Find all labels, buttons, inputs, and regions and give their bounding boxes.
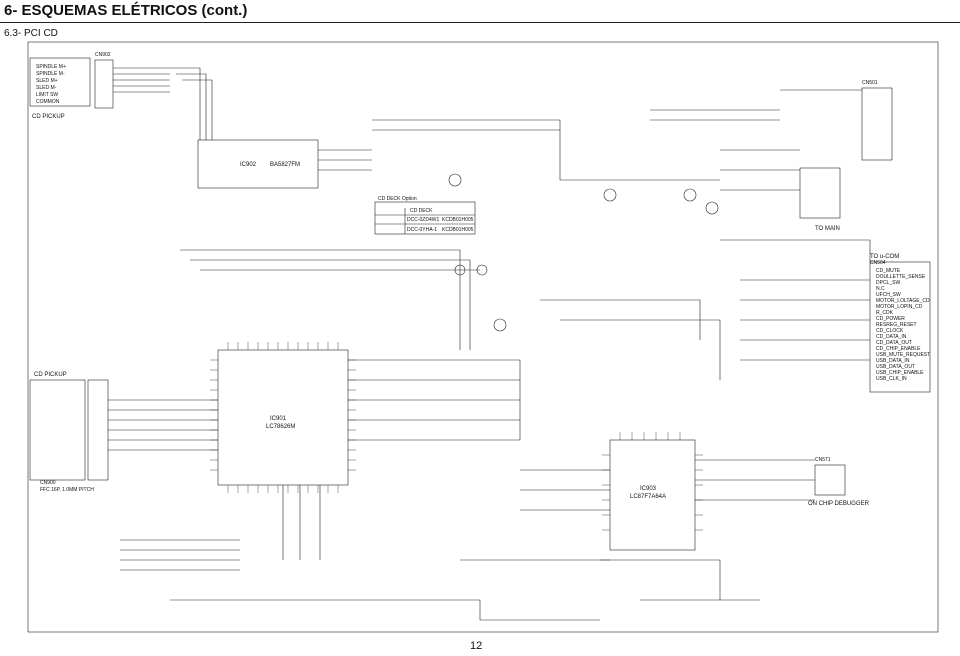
ucom-pin-1: CD_MUTE <box>876 268 901 274</box>
ic903-part: LC87F7A64A <box>630 494 666 500</box>
cn900-box <box>87 379 109 481</box>
cd-deck-option-col: CD DECK <box>410 208 433 214</box>
ic902-label: IC902 <box>240 162 257 168</box>
cn504-label: CN504 <box>870 260 886 266</box>
pickup-pin-6: COMMON <box>36 99 60 105</box>
cn571-label: CN571 <box>815 457 831 463</box>
pickup-pin-3: SLED M+ <box>36 78 58 84</box>
cd-deck-option-box <box>374 201 476 235</box>
ucom-pin-18: USB_CHIP_ENABLE <box>876 370 924 376</box>
cn571-box <box>814 464 846 496</box>
ucom-pin-13: CD_DATA_OUT <box>876 340 912 346</box>
pickup-pin-1: SPINDLE M+ <box>36 64 66 70</box>
ucom-pin-3: DPCL_SW <box>876 280 900 286</box>
pickup-pin-2: SPINDLE M- <box>36 71 65 77</box>
cd-pickup-top-label: CD PICKUP <box>32 114 65 120</box>
ucom-pin-2: DOULLETTE_SENSE <box>876 274 926 280</box>
ucom-pin-11: CD_CLOCK <box>876 328 904 334</box>
page-title: 6- ESQUEMAS ELÉTRICOS (cont.) <box>4 2 248 19</box>
ic902-part: BA5827FM <box>270 162 300 168</box>
cn501-box <box>861 87 893 161</box>
cn501-label: CN501 <box>862 80 878 86</box>
ucom-pin-12: CD_DATA_IN <box>876 334 907 340</box>
cd-pickup-bottom-label: CD PICKUP <box>34 372 67 378</box>
to-main-label: TO MAIN <box>815 226 840 232</box>
ucom-pin-8: R_CDK <box>876 310 894 316</box>
ucom-pin-14: CD_CHIP_ENABLE <box>876 346 921 352</box>
pickup-pin-5: LIMIT SW <box>36 92 58 98</box>
ic902-box <box>197 139 319 189</box>
ucom-pin-9: CD_POWER <box>876 316 905 322</box>
ucom-pin-16: USB_DATA_IN <box>876 358 910 364</box>
cd-deck-option-title: CD DECK Option <box>378 196 417 202</box>
cn900-note: FFC 16P, 1.0MM PITCH <box>40 487 94 493</box>
to-ucom-pin-list: CD_MUTE DOULLETTE_SENSE DPCL_SW N.C UFCH… <box>876 268 930 382</box>
to-ucom-label: TO u-COM <box>870 254 899 260</box>
ic901-part: LC78626M <box>266 424 295 430</box>
ucom-pin-7: MOTOR_LOPIN_CD <box>876 304 923 310</box>
section-subtitle: 6.3- PCI CD <box>4 28 58 39</box>
to-main-box <box>799 167 841 219</box>
to-ucom-box <box>869 261 931 393</box>
ucom-pin-4: N.C <box>876 286 885 292</box>
cd-deck-row1-a: DCC-0ZD4W1 <box>407 217 439 223</box>
ucom-pin-15: USB_MUTE_REQUEST <box>876 352 930 358</box>
page-number: 12 <box>470 640 483 652</box>
cd-deck-row1-b: KCDB01H005 <box>442 217 474 223</box>
cd-pickup-bottom-box <box>29 379 86 481</box>
ic901-label: IC901 <box>270 416 287 422</box>
ucom-pin-6: MOTOR_LOLTAGE_CD <box>876 298 930 304</box>
cn900-label: CN900 <box>40 480 56 486</box>
cd-deck-row2-b: KCDB01H005 <box>442 227 474 233</box>
ucom-pin-5: UFCH_SW <box>876 292 901 298</box>
pickup-pin-4: SLED M- <box>36 85 57 91</box>
ucom-pin-10: RESREG_RESET <box>876 322 917 328</box>
cd-deck-row2-a: DCC-0YHA-1 <box>407 227 437 233</box>
cn902-label: CN902 <box>95 52 111 58</box>
ic903-label: IC903 <box>640 486 657 492</box>
ucom-pin-17: USB_DATA_OUT <box>876 364 915 370</box>
cd-pickup-top-box <box>29 57 91 107</box>
cn571-title: ON CHIP DEBUGGER <box>808 501 870 507</box>
cn902-box <box>94 59 114 109</box>
page-header: 6- ESQUEMAS ELÉTRICOS (cont.) <box>0 0 960 23</box>
schematic-frame <box>27 41 939 633</box>
ic903-box <box>609 439 696 551</box>
ucom-pin-19: USB_CLK_IN <box>876 376 907 382</box>
